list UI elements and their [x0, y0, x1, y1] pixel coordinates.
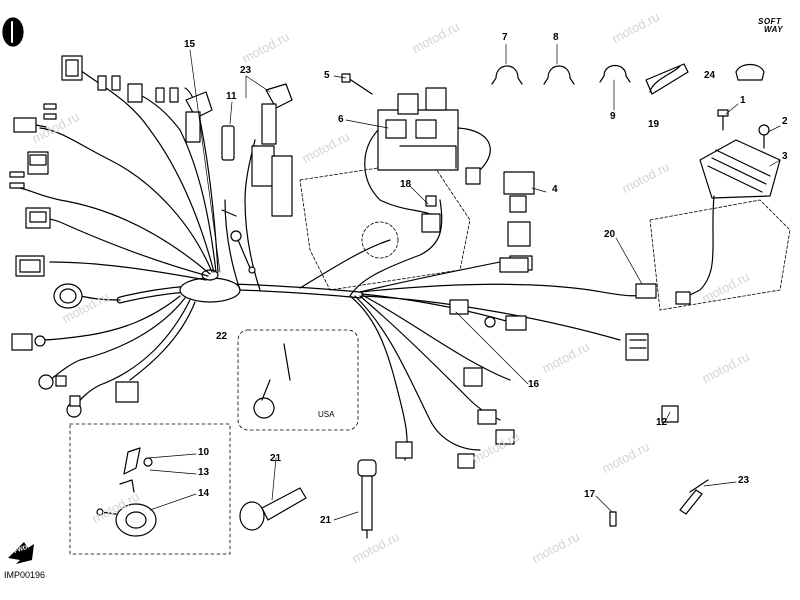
reference-code: IMP00196 [4, 570, 46, 580]
horn-inset [69, 423, 231, 555]
fwd-arrow-icon [8, 542, 34, 564]
callout-25: 24 [704, 70, 716, 81]
brand-logo: SOFT WAY [758, 18, 783, 34]
connector-20 [635, 283, 657, 299]
clip-25 [735, 63, 765, 81]
callout-6: 6 [338, 114, 344, 125]
usa-inset [237, 329, 359, 431]
bolt-2 [758, 124, 770, 149]
regulator-3 [675, 139, 781, 305]
connector-top-2 [97, 75, 121, 91]
battery-outline [649, 199, 791, 311]
callout-8: 8 [553, 32, 559, 43]
leader-lines [147, 43, 781, 521]
callout-1: 1 [740, 95, 746, 106]
spade-terminals [9, 103, 57, 189]
fuse-11 [221, 125, 235, 161]
callout-21b: 21 [320, 515, 332, 526]
relay-bracket-15 [185, 91, 213, 143]
callout-4: 4 [552, 184, 558, 195]
relay-bracket-24 [261, 83, 293, 145]
callout-24: 23 [240, 65, 252, 76]
callout-21a: 21 [270, 453, 282, 464]
connector-left-9 [115, 381, 139, 403]
connector-left-5 [53, 283, 83, 309]
callout-5: 5 [324, 70, 330, 81]
connector-left-4 [15, 255, 45, 277]
main-harness [19, 69, 651, 461]
connector-left-3 [25, 207, 51, 229]
strap-19 [645, 63, 689, 95]
fuse-box [251, 145, 293, 217]
bolt-screw [221, 209, 256, 274]
connector-top-1 [61, 55, 83, 81]
callout-3: 3 [782, 151, 788, 162]
callout-7: 7 [502, 32, 508, 43]
callout-20: 20 [604, 229, 616, 240]
plug-cap-21b [357, 459, 377, 539]
screw-5 [341, 73, 373, 95]
sensor-23 [679, 479, 709, 515]
frame-plate [299, 159, 471, 291]
callout-14: 14 [198, 488, 210, 499]
brand-line2: WAY [764, 25, 784, 34]
connector-left-8 [66, 395, 82, 418]
connector-left-7 [38, 374, 67, 390]
clip-9 [599, 64, 631, 83]
bolt-1 [717, 109, 729, 131]
connector-16-group [395, 257, 529, 469]
callout-13: 13 [198, 467, 210, 478]
callout-19: 19 [648, 119, 660, 130]
callout-11: 11 [226, 91, 237, 102]
relay-4 [503, 171, 535, 271]
connector-multi [625, 333, 649, 361]
callout-10: 10 [198, 447, 210, 458]
callout-23: 23 [738, 475, 750, 486]
connector-top-3 [127, 83, 143, 103]
connector-left-2 [27, 151, 49, 175]
logo-icon [2, 17, 24, 47]
callout-18: 18 [400, 179, 412, 190]
relay-block-6 [377, 87, 459, 171]
region-label: USA [318, 410, 335, 419]
connector-18 [421, 195, 441, 233]
connector-top-4 [155, 87, 179, 103]
callout-15: 15 [184, 39, 196, 50]
clip-7 [491, 65, 523, 85]
callout-22: 22 [216, 331, 228, 342]
callout-2: 2 [782, 116, 788, 127]
connector-left-6 [11, 333, 46, 351]
clip-8 [543, 65, 575, 85]
plug-cap-21a [239, 487, 307, 531]
wire-loop-6 [364, 127, 491, 215]
brand-line1: SOFT [758, 17, 782, 26]
callout-9: 9 [610, 111, 616, 122]
connector-12 [661, 405, 679, 423]
callout-17: 17 [584, 489, 596, 500]
callout-12: 12 [656, 417, 668, 428]
callout-16: 16 [528, 379, 540, 390]
connector-17 [609, 511, 617, 527]
connector-left-1 [13, 117, 47, 133]
